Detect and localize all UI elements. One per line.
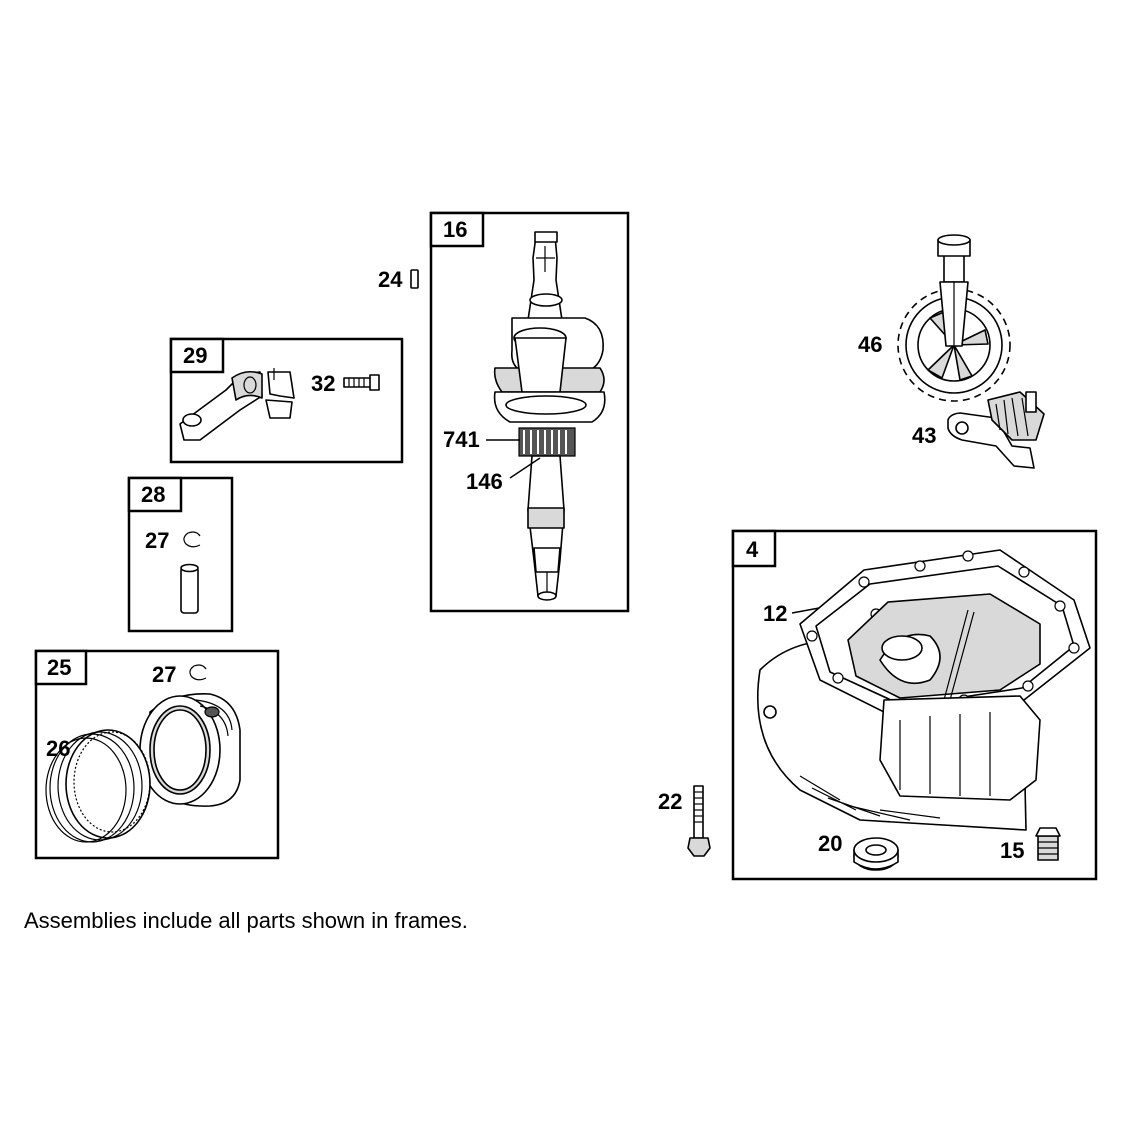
retaining-clip-27 [183, 531, 201, 548]
piston-rings-drawing [45, 729, 151, 843]
label-46: 46 [858, 332, 882, 357]
bolt-part-22: 22 [658, 785, 711, 857]
label-24: 24 [378, 267, 403, 292]
label-27-piston-frame: 27 [152, 662, 176, 687]
label-146: 146 [466, 469, 503, 494]
piston-drawing [139, 693, 241, 807]
label-741: 741 [443, 427, 480, 452]
gear-drawing [897, 234, 1011, 402]
label-12: 12 [763, 601, 787, 626]
drain-plug-part-15 [1035, 827, 1061, 861]
assembly-tag-28: 28 [141, 482, 165, 507]
retaining-clip-27-piston [189, 664, 207, 681]
key-part-24: 24 [378, 267, 419, 292]
assembly-tag-29: 29 [183, 343, 207, 368]
assembly-frame-16: 16 [429, 211, 630, 613]
assembly-tag-25-box [34, 649, 88, 686]
assembly-tag-4-box [731, 529, 777, 568]
label-26: 26 [46, 736, 70, 761]
connecting-rod-drawing [179, 368, 295, 441]
assembly-frame-28: 28 27 [127, 476, 234, 633]
label-20: 20 [818, 831, 842, 856]
assembly-tag-4: 4 [746, 537, 759, 562]
assembly-tag-16: 16 [443, 217, 467, 242]
label-32: 32 [311, 371, 335, 396]
label-22: 22 [658, 789, 682, 814]
crankshaft-drawing [493, 231, 606, 601]
oil-seal-part-20 [853, 837, 899, 871]
label-15: 15 [1000, 838, 1024, 863]
crankcase-drawing [756, 549, 1091, 831]
camshaft-gear-part-46: 46 [858, 234, 1011, 402]
footnote: Assemblies include all parts shown in fr… [24, 908, 468, 933]
assembly-tag-28-box [127, 476, 183, 513]
assembly-frame-29: 29 32 [169, 337, 404, 464]
piston-pin-drawing [180, 563, 199, 614]
label-43: 43 [912, 423, 936, 448]
assembly-frame-4: 4 12 [731, 529, 1098, 881]
assembly-tag-29-box [169, 337, 225, 374]
assembly-tag-25: 25 [47, 655, 71, 680]
screw-part-32 [343, 374, 380, 391]
governor-part-43: 43 [912, 391, 1045, 469]
assembly-frame-25: 25 27 26 [34, 649, 280, 860]
label-27-pin-frame: 27 [145, 528, 169, 553]
assembly-tag-16-box [429, 211, 485, 248]
governor-drawing [947, 391, 1045, 469]
